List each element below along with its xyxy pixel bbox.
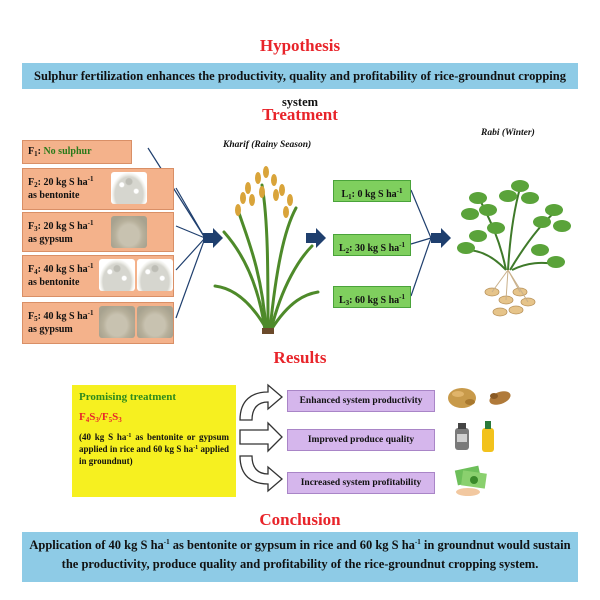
result-productivity: Enhanced system productivity	[287, 390, 435, 412]
gypsum-sample-image	[111, 216, 147, 248]
f5-code: F	[28, 311, 35, 322]
code-f: F	[79, 411, 86, 423]
detail-part2: as bentonite or gypsum applied in rice a…	[79, 432, 229, 455]
treatment-f2-box: F2: 20 kg S ha-1 as bentonite	[22, 168, 174, 210]
conclusion-part2: as bentonite or gypsum in rice and 60 kg…	[169, 538, 415, 552]
l3-sup: -1	[399, 293, 406, 301]
l2-text: : 30 kg S ha	[349, 243, 400, 254]
f2-code: F	[28, 177, 35, 188]
promising-detail: (40 kg S ha-1 as bentonite or gypsum app…	[79, 431, 229, 467]
f3-sub: 3	[34, 225, 38, 233]
results-heading: Results	[273, 348, 327, 367]
gypsum-sample-image	[99, 306, 135, 338]
code-s: S	[112, 411, 119, 423]
l1-sub: 1	[348, 193, 352, 201]
rice-plant-illustration	[213, 166, 320, 334]
f4-sup: -1	[87, 262, 94, 270]
conclusion-heading: Conclusion	[259, 510, 341, 529]
l1-text: : 0 kg S ha	[351, 189, 397, 200]
arrow-to-groundnut	[431, 228, 451, 248]
f1-sub: 1	[34, 150, 38, 158]
treatment-f5-box: F5: 40 kg S ha-1 as gypsum	[22, 302, 174, 344]
code-s: S	[89, 411, 96, 423]
l1-sup: -1	[396, 187, 403, 195]
f2-text: : 20 kg S ha	[37, 177, 88, 188]
treatment-l1-box: L1: 0 kg S ha-1	[333, 180, 411, 202]
money-icon	[454, 465, 487, 496]
sub-f4: 4	[85, 416, 90, 424]
f3-detail: as gypsum	[28, 233, 73, 245]
sub-s3: 3	[95, 416, 99, 424]
f2-sup: -1	[87, 175, 94, 183]
f2-detail: as bentonite	[28, 189, 80, 201]
treatment-l3-box: L3: 60 kg S ha-1	[333, 286, 411, 308]
detail-part3: applied in groundnut)	[79, 444, 230, 467]
f5-detail: as gypsum	[28, 323, 73, 335]
f1-detail: No sulphur	[43, 146, 92, 157]
detail-sup1: -1	[126, 433, 132, 439]
rabi-label: Rabi (Winter)	[481, 128, 535, 138]
conclusion-text: Application of 40 kg S ha-1 as bentonite…	[22, 532, 578, 582]
l3-text: : 60 kg S ha	[349, 295, 400, 306]
f5-sup: -1	[87, 309, 94, 317]
promising-title: Promising treatment	[79, 391, 177, 403]
treatment-heading: Treatment	[262, 105, 338, 124]
treatment-f3-box: F3: 20 kg S ha-1 as gypsum	[22, 212, 174, 252]
f3-code: F	[28, 221, 35, 232]
l3-code: L	[338, 295, 346, 306]
f3-sup: -1	[87, 219, 94, 227]
f3-text: : 20 kg S ha	[37, 221, 88, 232]
result-quality: Improved produce quality	[287, 429, 435, 451]
groundnut-plant-illustration	[457, 180, 571, 317]
promising-code: F4S3/F5S3	[79, 411, 229, 424]
f4-detail: as bentonite	[28, 276, 80, 288]
gypsum-sample-image	[137, 306, 173, 338]
l-to-groundnut-connectors	[410, 189, 432, 297]
result-curved-arrows	[239, 383, 283, 493]
treatment-f1-box: F1: No sulphur	[22, 140, 132, 164]
arrow-to-rice	[203, 228, 223, 248]
detail-part1: (40 kg S ha	[79, 432, 127, 442]
bentonite-sample-image	[137, 259, 173, 291]
sub-f5: 5	[108, 416, 113, 424]
code-f: F	[101, 411, 109, 423]
nuts-grains-icon	[448, 388, 511, 408]
kharif-label: Kharif (Rainy Season)	[223, 140, 312, 150]
conclusion-part1: Application of 40 kg S ha	[29, 538, 164, 552]
hypothesis-heading: Hypothesis	[259, 36, 341, 55]
conclusion-sup1: -1	[163, 538, 170, 546]
f4-code: F	[28, 264, 35, 275]
result-profitability: Increased system profitability	[287, 472, 435, 494]
f1-code: F	[28, 146, 35, 157]
l2-code: L	[338, 243, 346, 254]
promising-treatment-box: Promising treatment F4S3/F5S3 (40 kg S h…	[72, 385, 236, 497]
f1-text: :	[37, 146, 44, 157]
treatment-l2-box: L2: 30 kg S ha-1	[333, 234, 411, 256]
l3-sub: 3	[345, 299, 350, 307]
conclusion-sup2: -1	[414, 538, 421, 546]
f-to-rice-connectors	[147, 147, 206, 319]
f4-text: : 40 kg S ha	[37, 264, 88, 275]
l1-code: L	[341, 189, 349, 200]
hypothesis-text: Sulphur fertilization enhances the produ…	[22, 63, 578, 109]
bentonite-sample-image	[99, 259, 135, 291]
conclusion-part3: in groundnut would sustain the productiv…	[61, 538, 571, 572]
f4-sub: 4	[34, 268, 38, 276]
f2-sub: 2	[34, 181, 38, 189]
oil-bottle-icon	[455, 421, 494, 452]
f5-sub: 5	[34, 315, 38, 323]
arrow-rice-to-l	[306, 228, 326, 248]
code-sep: /	[98, 411, 102, 423]
l2-sub: 2	[345, 247, 350, 255]
l2-sup: -1	[399, 241, 406, 249]
bentonite-sample-image	[111, 172, 147, 204]
sub-s3: 3	[118, 416, 122, 424]
detail-sup2: -1	[193, 445, 199, 452]
f5-text: : 40 kg S ha	[37, 311, 88, 322]
treatment-f4-box: F4: 40 kg S ha-1 as bentonite	[22, 255, 174, 297]
